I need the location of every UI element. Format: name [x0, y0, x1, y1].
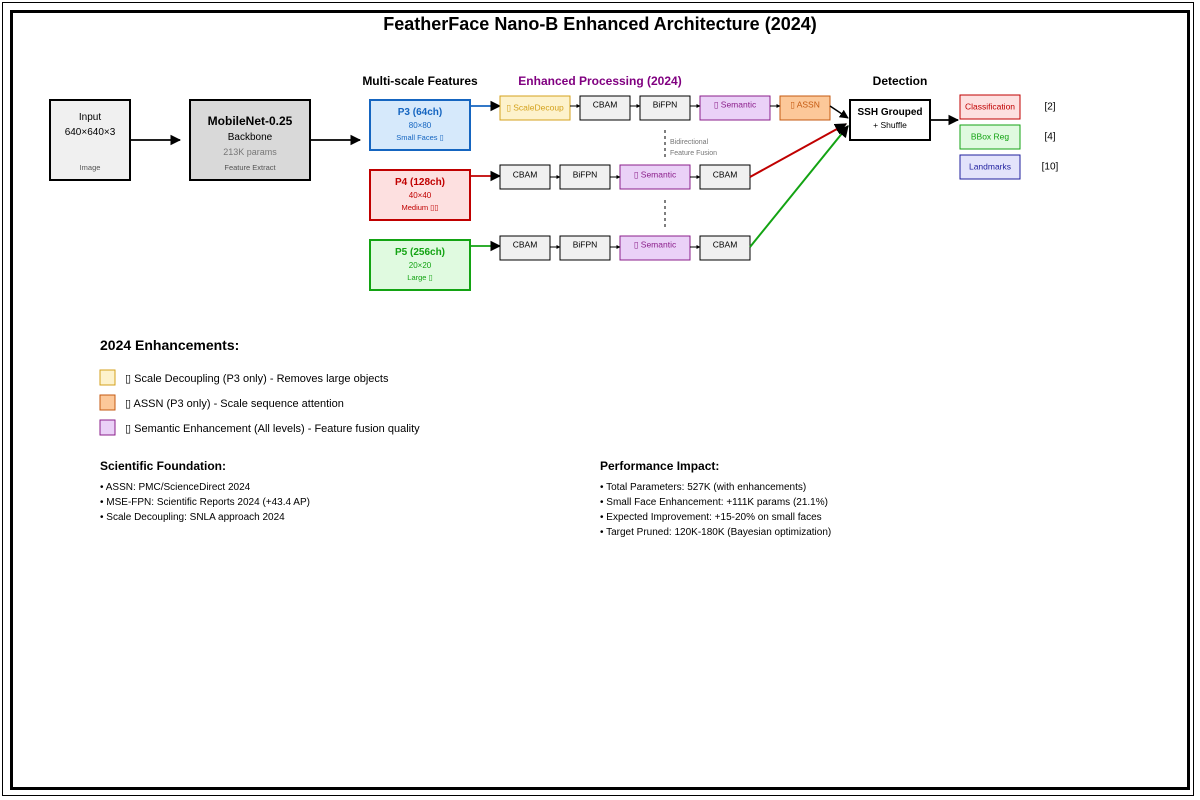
- inner-frame: [10, 10, 1190, 790]
- p4-size: 40×40: [409, 191, 432, 200]
- p5-cbam-2: CBAM: [713, 239, 738, 249]
- p3-semantic: ▯ Semantic: [714, 99, 757, 109]
- foundation-item: • ASSN: PMC/ScienceDirect 2024: [100, 482, 251, 493]
- p3-assn: ▯ ASSN: [790, 99, 820, 109]
- foundation-item: • MSE-FPN: Scientific Reports 2024 (+43.…: [100, 497, 310, 508]
- backbone-node: MobileNet-0.25 Backbone 213K params Feat…: [189, 99, 311, 181]
- performance-title: Performance Impact:: [600, 459, 719, 473]
- arrow-p5-ssh: [749, 125, 849, 248]
- feature-p5: P5 (256ch) 20×20 Large ▯: [369, 239, 471, 291]
- input-label: Input: [79, 112, 101, 123]
- classification-label: Classification: [965, 101, 1015, 111]
- legend-semantic-text: ▯ Semantic Enhancement (All levels) - Fe…: [125, 423, 420, 435]
- legend-scale-text: ▯ Scale Decoupling (P3 only) - Removes l…: [125, 373, 389, 385]
- backbone-name: MobileNet-0.25: [208, 114, 293, 128]
- legend-assn: ▯ ASSN (P3 only) - Scale sequence attent…: [99, 394, 344, 411]
- backbone-params: 213K params: [223, 147, 277, 157]
- backbone-caption: Feature Extract: [224, 163, 276, 172]
- foundation-item: • Scale Decoupling: SNLA approach 2024: [100, 512, 285, 523]
- p3-pipeline: ▯ ScaleDecoup CBAM BiFPN ▯ Semantic ▯ AS…: [499, 95, 849, 121]
- diagram-title: FeatherFace Nano-B Enhanced Architecture…: [383, 14, 816, 34]
- head-landmarks: Landmarks [10]: [959, 154, 1059, 180]
- p3-desc: Small Faces ▯: [396, 133, 443, 142]
- p3-size: 80×80: [409, 121, 432, 130]
- p3-label: P3 (64ch): [398, 107, 442, 118]
- p5-size: 20×20: [409, 261, 432, 270]
- feature-p4: P4 (128ch) 40×40 Medium ▯▯: [369, 169, 471, 221]
- legend-scale: ▯ Scale Decoupling (P3 only) - Removes l…: [99, 369, 389, 386]
- performance-item: • Target Pruned: 120K-180K (Bayesian opt…: [600, 527, 831, 538]
- input-caption: Image: [80, 163, 101, 172]
- p3-cbam-1: CBAM: [593, 99, 618, 109]
- legend-semantic: ▯ Semantic Enhancement (All levels) - Fe…: [99, 419, 420, 436]
- module-scale-decoup: ▯ ScaleDecoup: [506, 102, 564, 112]
- header-multiscale: Multi-scale Features: [362, 74, 478, 88]
- classification-dim: [2]: [1044, 102, 1055, 113]
- landmarks-label: Landmarks: [969, 161, 1011, 171]
- bbox-dim: [4]: [1044, 132, 1055, 143]
- foundation-title: Scientific Foundation:: [100, 459, 226, 473]
- input-shape: 640×640×3: [65, 127, 116, 138]
- p4-semantic: ▯ Semantic: [634, 169, 677, 179]
- head-classification: Classification [2]: [959, 94, 1056, 120]
- fusion-note-line2: Feature Fusion: [670, 150, 717, 157]
- header-detection: Detection: [873, 74, 928, 88]
- performance-item: • Small Face Enhancement: +111K params (…: [600, 497, 828, 508]
- p5-semantic: ▯ Semantic: [634, 239, 677, 249]
- bbox-label: BBox Reg: [971, 131, 1010, 141]
- feature-p3: P3 (64ch) 80×80 Small Faces ▯: [369, 99, 471, 151]
- fusion-note-line1: Bidirectional: [670, 139, 709, 146]
- backbone-role: Backbone: [228, 132, 273, 143]
- ssh-node: SSH Grouped + Shuffle: [849, 99, 931, 141]
- performance-item: • Expected Improvement: +15-20% on small…: [600, 512, 822, 523]
- p3-bifpn: BiFPN: [653, 99, 678, 109]
- p5-bifpn: BiFPN: [573, 239, 598, 249]
- header-processing: Enhanced Processing (2024): [518, 74, 681, 88]
- head-bbox: BBox Reg [4]: [959, 124, 1056, 150]
- p4-desc: Medium ▯▯: [401, 203, 438, 212]
- p5-desc: Large ▯: [407, 273, 432, 282]
- p5-cbam-1: CBAM: [513, 239, 538, 249]
- p4-bifpn: BiFPN: [573, 169, 598, 179]
- p4-cbam-1: CBAM: [513, 169, 538, 179]
- p4-label: P4 (128ch): [395, 177, 445, 188]
- p5-label: P5 (256ch): [395, 247, 445, 258]
- input-node: Input 640×640×3 Image: [49, 99, 131, 181]
- p4-cbam-2: CBAM: [713, 169, 738, 179]
- ssh-label: SSH Grouped: [857, 107, 922, 118]
- arrow-p4-ssh: [749, 123, 848, 178]
- ssh-sublabel: + Shuffle: [873, 120, 907, 130]
- legend-assn-text: ▯ ASSN (P3 only) - Scale sequence attent…: [125, 398, 344, 410]
- p5-pipeline: CBAM BiFPN ▯ Semantic CBAM: [499, 235, 751, 261]
- landmarks-dim: [10]: [1042, 162, 1059, 173]
- p4-pipeline: CBAM BiFPN ▯ Semantic CBAM: [499, 164, 751, 190]
- enhancements-title: 2024 Enhancements:: [100, 337, 239, 353]
- performance-item: • Total Parameters: 527K (with enhanceme…: [600, 482, 806, 493]
